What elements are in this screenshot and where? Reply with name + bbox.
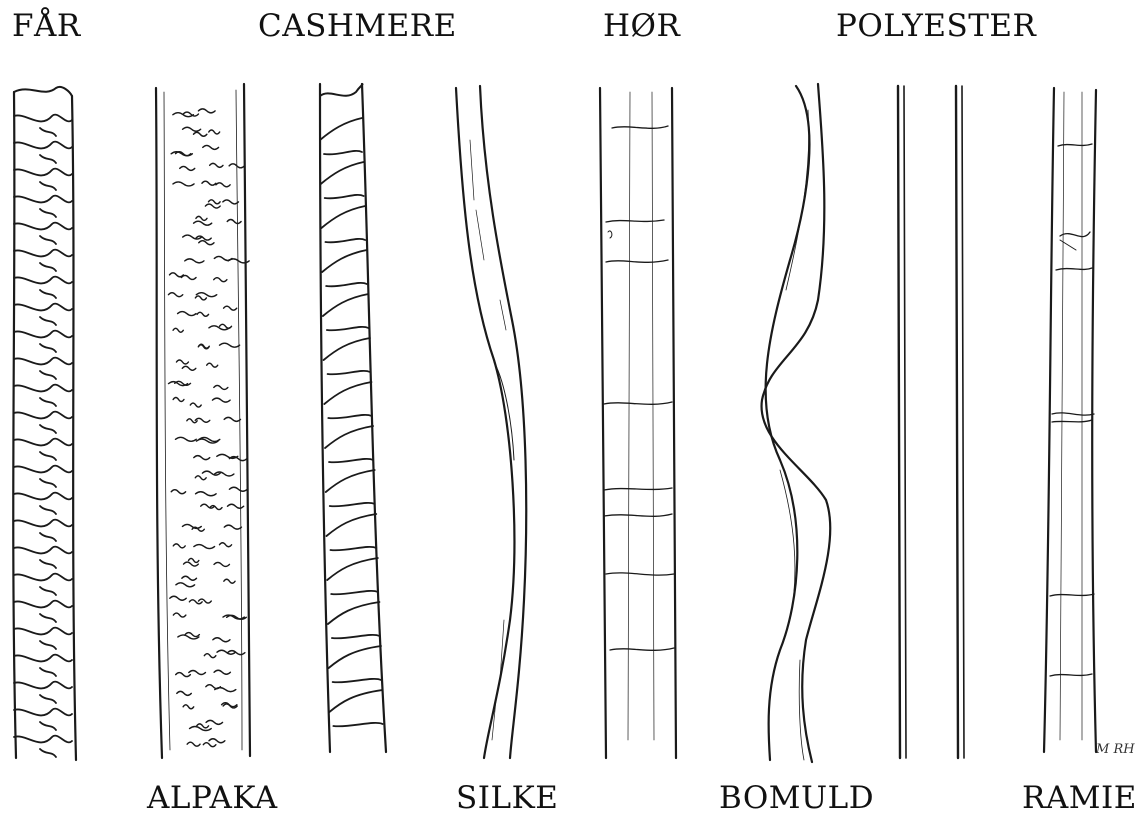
alpaka-scale-mark [194, 456, 210, 460]
alpaka-scale-mark [181, 275, 196, 279]
alpaka-scale-mark [189, 600, 202, 604]
alpaka-scale-mark [194, 545, 215, 549]
alpaka-scale-mark [182, 366, 196, 370]
alpaka-scale-mark [194, 221, 212, 225]
alpaka-scale-mark [177, 691, 192, 695]
alpaka-scale-mark [175, 437, 196, 441]
alpaka-scale-mark [169, 382, 188, 386]
fiber-bomuld [762, 84, 831, 762]
alpaka-scale-mark [214, 670, 230, 674]
alpaka-scale-mark [173, 613, 186, 617]
alpaka-scale-mark [208, 200, 220, 204]
alpaka-scale-mark [196, 492, 217, 496]
alpaka-scale-mark [214, 278, 227, 282]
alpaka-scale-mark [227, 220, 241, 224]
alpaka-scale-mark [203, 145, 219, 149]
alpaka-scale-mark [215, 688, 236, 692]
alpaka-scale-mark [214, 256, 232, 260]
alpaka-scale-mark [223, 200, 239, 204]
alpaka-scale-mark [173, 328, 183, 332]
alpaka-scale-mark [205, 204, 220, 208]
alpaka-scale-mark [170, 596, 186, 600]
alpaka-scale-mark [183, 127, 201, 131]
alpaka-scale-mark [196, 216, 207, 220]
alpaka-scale-mark [195, 296, 206, 300]
alpaka-scale-mark [173, 182, 194, 186]
alpaka-scale-mark [227, 504, 243, 508]
fiber-hoer [600, 88, 676, 758]
alpaka-scale-mark [229, 487, 247, 491]
alpaka-scale-mark [202, 181, 216, 185]
alpaka-scale-mark [189, 671, 206, 675]
alpaka-scale-mark [183, 705, 194, 709]
alpaka-scale-mark [173, 544, 185, 548]
alpaka-scale-mark [220, 343, 240, 347]
alpaka-scale-mark [168, 293, 182, 297]
alpaka-scale-mark [207, 363, 218, 367]
alpaka-scale-mark [219, 324, 231, 328]
alpaka-scale-mark [190, 403, 201, 407]
fiber-silke [456, 86, 526, 758]
alpaka-scale-mark [198, 109, 215, 113]
alpaka-scale-mark [178, 312, 196, 316]
alpaka-scale-mark [224, 579, 235, 583]
alpaka-scale-mark [180, 166, 195, 170]
alpaka-scale-mark [214, 385, 228, 389]
alpaka-scale-mark [224, 306, 237, 310]
alpaka-scale-mark [169, 273, 183, 277]
fiber-alpaka [156, 84, 250, 758]
alpaka-scale-mark [176, 360, 188, 364]
alpaka-scale-mark [206, 720, 222, 724]
alpaka-scale-mark [213, 638, 230, 642]
fiber-ramie [1044, 88, 1096, 752]
alpaka-scale-mark [187, 742, 200, 746]
alpaka-scale-mark [188, 558, 198, 562]
alpaka-scale-mark [204, 654, 216, 658]
alpaka-scale-mark [171, 490, 185, 494]
alpaka-scale-mark [214, 562, 229, 566]
alpaka-scale-mark [224, 417, 240, 421]
alpaka-scale-mark [182, 524, 201, 528]
alpaka-scale-mark [176, 673, 191, 677]
alpaka-scale-mark [210, 163, 223, 167]
alpaka-scale-mark [216, 183, 230, 187]
alpaka-scale-mark [219, 543, 231, 547]
fiber-polyester [898, 86, 964, 758]
alpaka-scale-mark [199, 599, 212, 603]
fiber-faar [13, 87, 76, 760]
alpaka-scale-mark [197, 312, 209, 316]
alpaka-scale-mark [209, 130, 220, 134]
alpaka-scale-mark [203, 743, 216, 747]
alpaka-scale-mark [193, 132, 206, 136]
alpaka-scale-mark [185, 259, 204, 263]
alpaka-scale-mark [212, 398, 230, 402]
alpaka-scale-mark [176, 583, 195, 587]
alpaka-scale-mark [182, 576, 197, 580]
alpaka-scale-mark [173, 397, 184, 401]
alpaka-scale-mark [209, 739, 225, 743]
alpaka-scale-mark [195, 476, 206, 480]
fiber-cashmere [320, 84, 386, 752]
alpaka-scale-mark [224, 525, 241, 529]
alpaka-scale-mark [199, 241, 214, 245]
